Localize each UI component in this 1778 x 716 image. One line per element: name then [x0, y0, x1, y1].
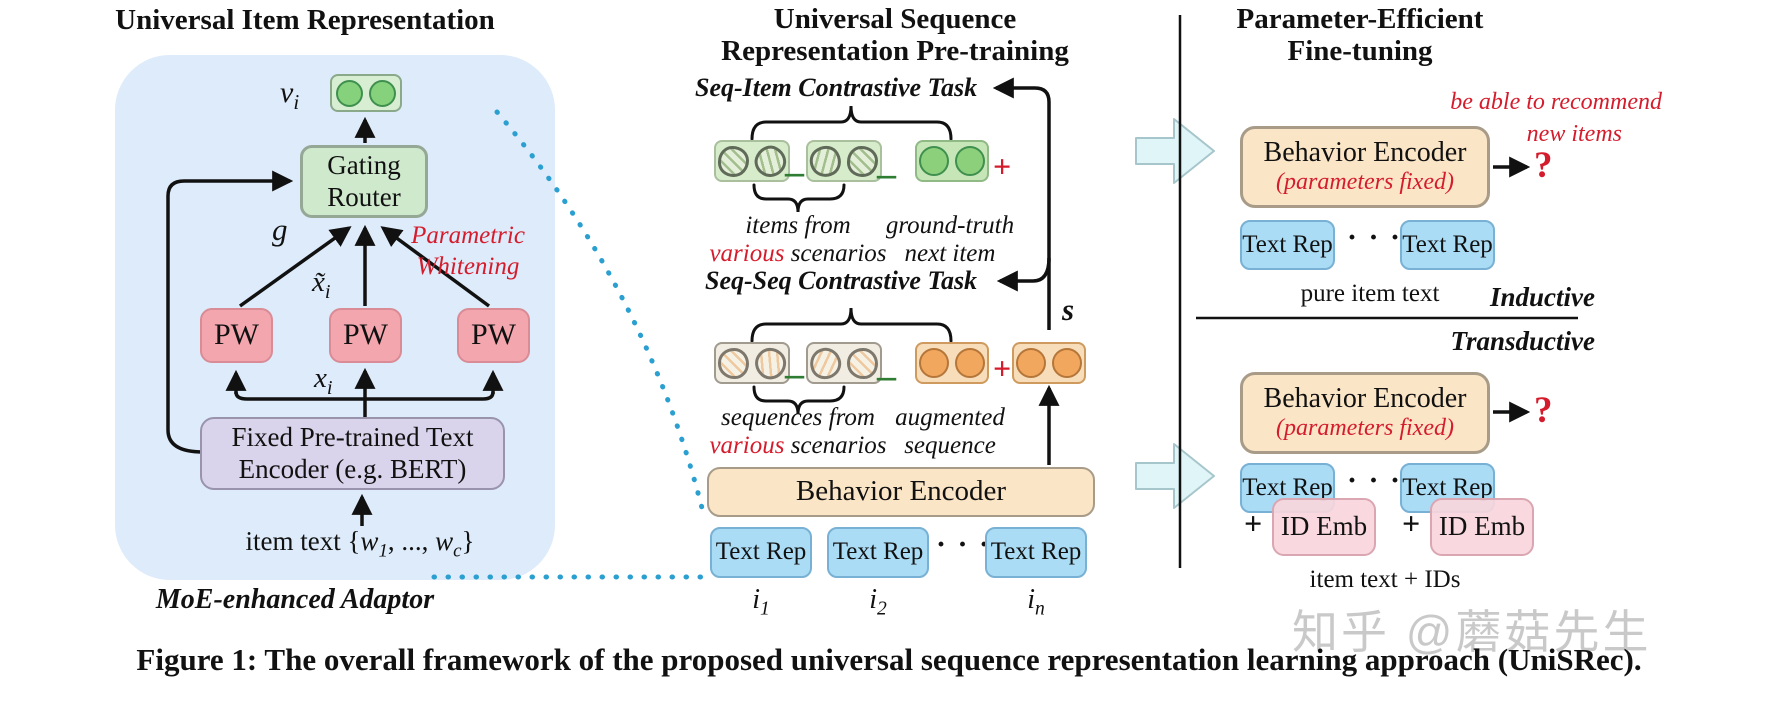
text-rep-box-1: Text Rep	[710, 527, 812, 578]
watermark: 知乎 @蘑菇先生	[1292, 606, 1652, 658]
hatched-sequence-circle	[805, 343, 846, 383]
embedding-circle	[955, 348, 985, 378]
middle-panel-title: Universal Sequence Representation Pre-tr…	[721, 3, 1069, 68]
vi-label: vi	[280, 76, 300, 114]
behavior-encoder-box-inductive: Behavior Encoder (parameters fixed)	[1240, 126, 1490, 208]
negative-item-box-2	[804, 139, 882, 183]
item-index-1: i1	[752, 584, 770, 620]
negative-items-caption: items from various scenarios	[709, 212, 887, 267]
id-emb-box-1: ID Emb	[1272, 498, 1376, 556]
gating-router-box: Gating Router	[300, 145, 428, 218]
arrow-s-to-seqitem-task	[992, 77, 1051, 330]
recommend-new-items-note: be able to recommend new items	[1450, 89, 1662, 148]
ellipsis: · · ·	[1347, 221, 1403, 254]
text-rep-box-n: Text Rep	[985, 527, 1087, 578]
negative-sign: –	[877, 153, 896, 195]
sequence-representation-box	[1012, 342, 1086, 384]
pure-item-text-label: pure item text	[1300, 280, 1440, 307]
augmented-sequence-caption: augmented sequence	[895, 404, 1005, 459]
embedding-circle	[919, 146, 949, 176]
ground-truth-item-box	[915, 140, 989, 182]
negative-sequence-box-2	[805, 342, 882, 384]
pw-box-3: PW	[457, 308, 530, 363]
item-index-2: i2	[869, 584, 887, 620]
moe-adaptor-label: MoE-enhanced Adaptor	[155, 584, 435, 615]
text-rep-box-ind-2: Text Rep	[1400, 220, 1495, 270]
block-arrow-inductive	[1135, 118, 1215, 184]
ellipsis: · · ·	[1347, 464, 1403, 497]
hatched-item-circle	[718, 145, 749, 177]
negative-sequences-caption: sequences from various scenarios	[709, 404, 887, 459]
text-encoder-label: Encoder (e.g. BERT)	[238, 453, 467, 484]
behavior-encoder-box-transductive: Behavior Encoder (parameters fixed)	[1240, 372, 1490, 454]
embedding-circle	[955, 146, 985, 176]
hatched-item-circle	[847, 145, 878, 177]
seq-seq-task-title: Seq-Seq Contrastive Task	[705, 266, 978, 295]
behavior-encoder-label: Behavior Encoder	[1263, 137, 1467, 169]
figure-caption: Figure 1: The overall framework of the p…	[136, 642, 1642, 677]
negative-item-box-1	[714, 139, 792, 183]
negative-sign: –	[785, 151, 804, 193]
question-mark-inductive: ?	[1534, 145, 1553, 186]
embedding-circle	[1016, 348, 1046, 378]
inductive-label: Inductive	[1490, 282, 1595, 312]
x-label: xi	[314, 362, 333, 399]
item-index-n: in	[1027, 584, 1045, 620]
embedding-circle	[336, 79, 363, 107]
text-encoder-box: Fixed Pre-trained Text Encoder (e.g. BER…	[200, 417, 505, 490]
negative-sign: –	[785, 353, 804, 395]
plus-sign: +	[1244, 505, 1263, 541]
ellipsis: · · ·	[936, 528, 992, 561]
seq-item-task-title: Seq-Item Contrastive Task	[695, 73, 978, 102]
text-encoder-label: Fixed Pre-trained Text	[231, 422, 474, 453]
gating-router-label: Router	[327, 181, 401, 212]
negative-sign: –	[877, 355, 896, 397]
embedding-circle	[919, 348, 949, 378]
brace-seqseq-top	[750, 307, 953, 343]
item-representation-vector	[330, 74, 402, 112]
transductive-label: Transductive	[1450, 326, 1596, 356]
parameters-fixed-label: (parameters fixed)	[1276, 415, 1454, 442]
left-panel-title: Universal Item Representation	[115, 4, 495, 36]
augmented-sequence-box	[915, 342, 989, 384]
plus-sign: +	[1402, 505, 1421, 541]
negative-sequence-box-1	[714, 341, 793, 385]
embedding-circle	[369, 79, 396, 107]
embedding-circle	[1052, 348, 1082, 378]
parameters-fixed-label: (parameters fixed)	[1276, 169, 1454, 196]
s-label: s	[1062, 292, 1075, 327]
block-arrow-transductive	[1135, 443, 1215, 509]
pw-box-1: PW	[200, 308, 273, 363]
positive-sign: +	[993, 350, 1012, 386]
item-text-label: item text {w1, ..., wc}	[245, 526, 475, 562]
right-panel-title: Parameter-Efficient Fine-tuning	[1236, 3, 1484, 68]
behavior-encoder-label: Behavior Encoder	[1263, 383, 1467, 415]
positive-sign: +	[993, 148, 1012, 184]
question-mark-transductive: ?	[1534, 390, 1553, 431]
hatched-item-circle	[804, 139, 847, 183]
text-rep-box-ind-1: Text Rep	[1240, 220, 1335, 270]
pw-box-2: PW	[329, 308, 402, 363]
gating-router-label: Gating	[327, 150, 401, 181]
brace-seqitem-top	[750, 105, 953, 141]
text-rep-box-2: Text Rep	[827, 527, 929, 578]
hatched-sequence-circle	[718, 347, 749, 379]
id-emb-box-2: ID Emb	[1430, 498, 1534, 556]
parametric-whitening-note: Parametric Whitening	[411, 222, 525, 281]
behavior-encoder-box-pretrain: Behavior Encoder	[707, 467, 1095, 517]
ground-truth-caption: ground-truth next item	[885, 212, 1015, 267]
x-tilde-label: x̃i	[312, 266, 331, 303]
item-text-ids-label: item text + IDs	[1309, 566, 1461, 593]
hatched-sequence-circle	[847, 347, 878, 379]
g-label: g	[272, 212, 288, 247]
